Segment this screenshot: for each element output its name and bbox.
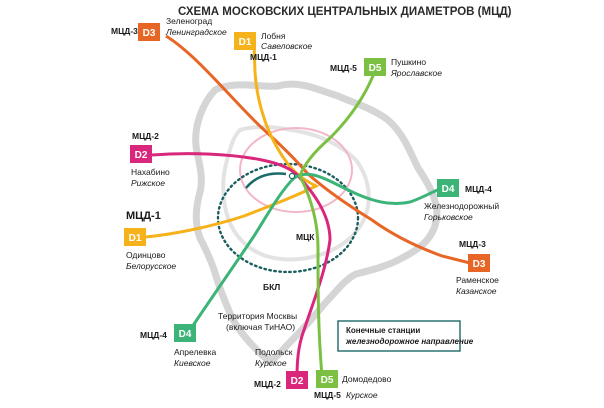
domodedovo-mcd-label: МЦД-5 bbox=[314, 390, 341, 400]
line-d5 bbox=[298, 67, 378, 377]
territory-label-line1: Территория Москвы bbox=[218, 311, 297, 321]
lobnya-badge bbox=[234, 32, 256, 50]
territory-label-line2: (включая ТиНАО) bbox=[226, 322, 295, 332]
podolsk-badge bbox=[286, 371, 308, 389]
pushkino-badge bbox=[364, 58, 386, 76]
zelenograd-mcd-label: МЦД-3 bbox=[111, 26, 138, 36]
ramenskoe-mcd-label: МЦД-3 bbox=[459, 239, 486, 249]
lobnya-station: Лобня bbox=[261, 31, 286, 41]
zheleznodorozhny-mcd-label: МЦД-4 bbox=[465, 184, 492, 194]
aprelevka-direction: Киевское bbox=[174, 358, 211, 368]
zelenograd-direction: Ленинградское bbox=[165, 27, 227, 37]
ramenskoe-station: Раменское bbox=[456, 275, 499, 285]
lobnya-direction: Савеловское bbox=[261, 41, 312, 51]
nakhabino-badge bbox=[130, 145, 152, 163]
map-title: СХЕМА МОСКОВСКИХ ЦЕНТРАЛЬНЫХ ДИАМЕТРОВ (… bbox=[178, 6, 512, 18]
zelenograd-station: Зеленоград bbox=[166, 16, 212, 26]
ramenskoe-code: D3 bbox=[473, 259, 486, 270]
mck-label: МЦК bbox=[296, 232, 315, 242]
zheleznodorozhny-direction: Горьковское bbox=[424, 212, 473, 222]
legend-box bbox=[337, 320, 461, 352]
odintsovo-direction: Белорусское bbox=[126, 261, 176, 271]
line-d4 bbox=[188, 172, 443, 331]
mck-arc bbox=[245, 172, 287, 189]
pushkino-code: D5 bbox=[369, 63, 382, 74]
domodedovo-direction: Курское bbox=[346, 390, 378, 400]
bkl-ring bbox=[216, 162, 360, 274]
aprelevka-badge bbox=[174, 324, 196, 342]
nakhabino-mcd-label: МЦД-2 bbox=[132, 131, 159, 141]
garden-ring bbox=[239, 127, 353, 213]
line-d2 bbox=[151, 152, 332, 379]
podolsk-code: D2 bbox=[291, 376, 304, 387]
podolsk-direction: Курское bbox=[255, 358, 287, 368]
lobnya-mcd-label: МЦД-1 bbox=[250, 52, 277, 62]
pushkino-station: Пушкино bbox=[391, 57, 426, 67]
pushkino-direction: Ярославское bbox=[390, 68, 442, 78]
zelenograd-badge bbox=[138, 23, 160, 41]
aprelevka-station: Апрелевка bbox=[174, 347, 217, 357]
legend-line1: Конечные станции bbox=[346, 326, 420, 335]
odintsovo-badge bbox=[124, 228, 146, 246]
pushkino-mcd-label: МЦД-5 bbox=[330, 63, 357, 73]
moscow-territory-outline bbox=[192, 80, 441, 366]
domodedovo-badge bbox=[316, 370, 338, 388]
odintsovo-mcd-label: МЦД-1 bbox=[126, 210, 161, 222]
nakhabino-direction: Рижское bbox=[131, 178, 165, 188]
legend-line2: железнодорожное направление bbox=[345, 337, 474, 346]
odintsovo-station: Одинцово bbox=[126, 250, 166, 260]
zheleznodorozhny-code: D4 bbox=[442, 184, 455, 195]
zheleznodorozhny-badge bbox=[437, 179, 459, 197]
zheleznodorozhny-station: Железнодорожный bbox=[424, 201, 499, 211]
podolsk-station: Подольск bbox=[255, 347, 293, 357]
zelenograd-code: D3 bbox=[143, 28, 156, 39]
domodedovo-station: Домодедово bbox=[342, 374, 392, 384]
bkl-label: БКЛ bbox=[263, 282, 280, 292]
aprelevka-code: D4 bbox=[179, 329, 192, 340]
aprelevka-mcd-label: МЦД-4 bbox=[140, 330, 167, 340]
line-d1 bbox=[145, 43, 320, 239]
nakhabino-code: D2 bbox=[135, 150, 148, 161]
ramenskoe-direction: Казанское bbox=[456, 286, 497, 296]
domodedovo-code: D5 bbox=[321, 375, 334, 386]
lobnya-code: D1 bbox=[239, 37, 252, 48]
podolsk-mcd-label: МЦД-2 bbox=[254, 379, 281, 389]
odintsovo-code: D1 bbox=[129, 233, 142, 244]
nakhabino-station: Нахабино bbox=[131, 167, 170, 177]
central-hub-dot bbox=[288, 172, 296, 180]
ramenskoe-badge bbox=[468, 254, 490, 272]
